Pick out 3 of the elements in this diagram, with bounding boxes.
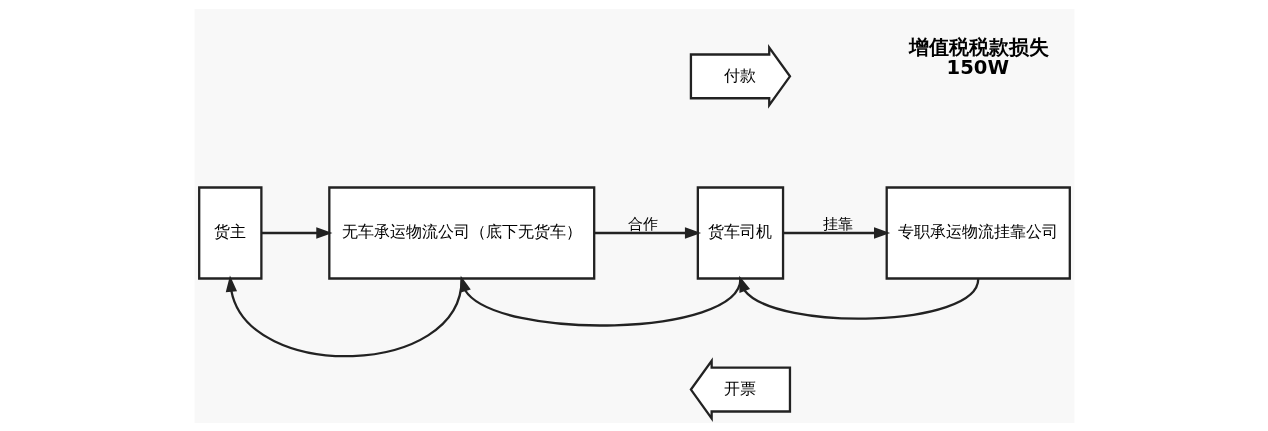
- edge-label: 合作: [627, 214, 658, 233]
- edge-label: 挂靠: [822, 214, 853, 233]
- label: 增值税税款损失: [908, 35, 1049, 59]
